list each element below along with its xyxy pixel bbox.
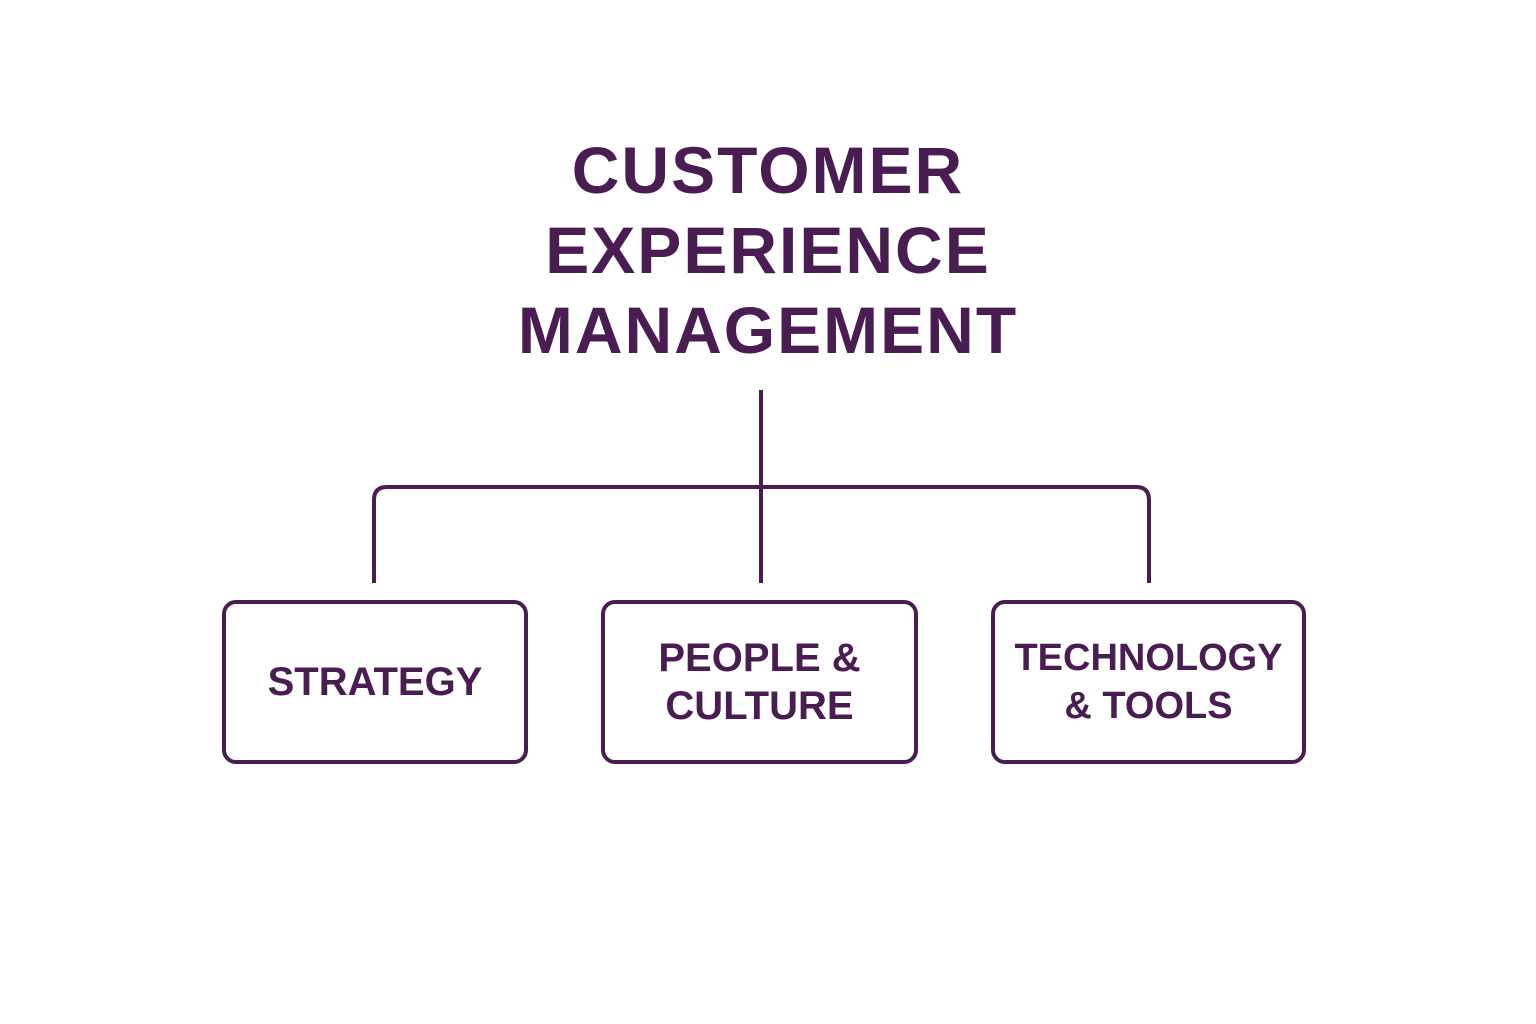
title-line: EXPERIENCE xyxy=(545,213,991,287)
node-label: PEOPLE & xyxy=(658,636,861,680)
diagram-title: CUSTOMER EXPERIENCE MANAGEMENT xyxy=(0,130,1536,370)
node-strategy: STRATEGY xyxy=(222,600,528,764)
node-people-culture: PEOPLE & CULTURE xyxy=(601,600,918,764)
node-label: TECHNOLOGY xyxy=(1014,637,1283,679)
node-label: CULTURE xyxy=(665,684,854,728)
node-label: & TOOLS xyxy=(1064,685,1233,727)
node-label: STRATEGY xyxy=(267,660,483,704)
node-technology-tools: TECHNOLOGY & TOOLS xyxy=(991,600,1306,764)
branch-connector xyxy=(372,485,1151,583)
title-line: CUSTOMER xyxy=(571,133,965,207)
title-line: MANAGEMENT xyxy=(517,293,1019,367)
